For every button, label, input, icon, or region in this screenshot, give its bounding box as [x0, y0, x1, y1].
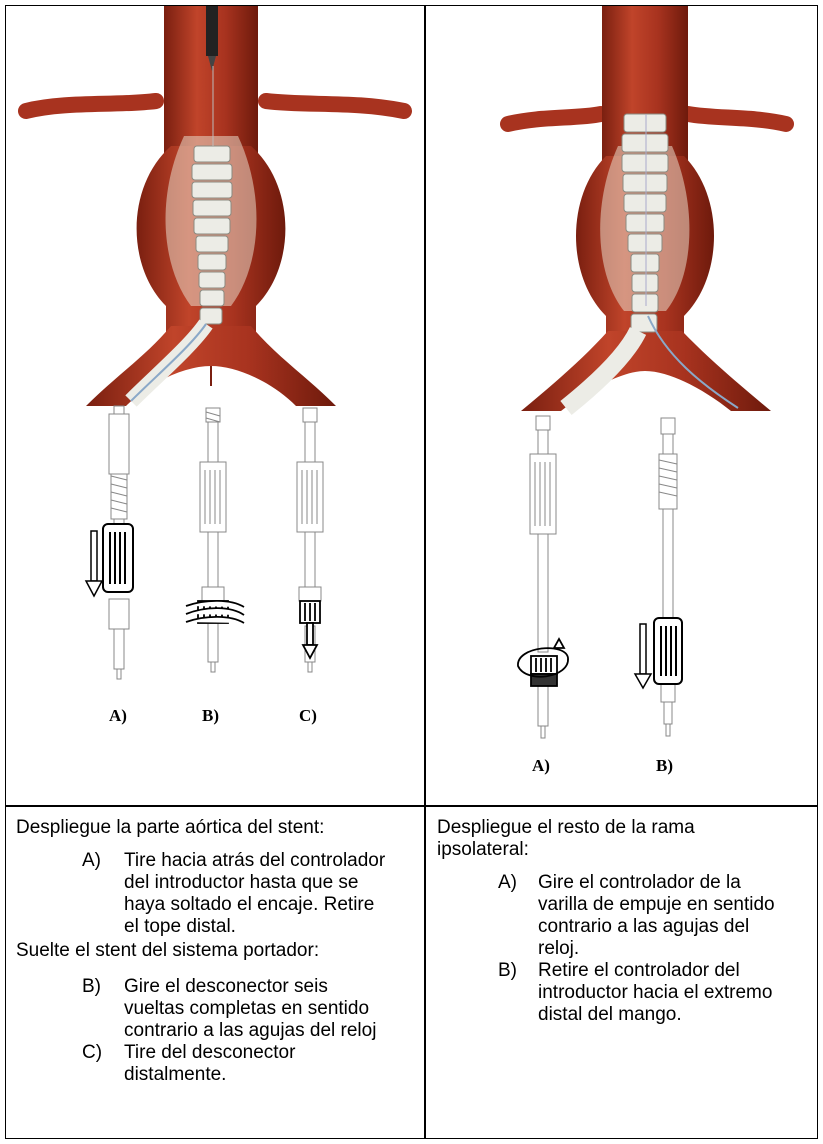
- left-illustration: A) B) C): [6, 6, 424, 804]
- item-text-line: introductor hacia el extremo: [538, 982, 772, 1004]
- figure-label-b: B): [656, 756, 673, 776]
- item-text-line: distalmente.: [124, 1064, 226, 1086]
- aneurysm-deploy-ipsilateral-image: [426, 6, 818, 804]
- item-text-line: contrario a las agujas del reloj: [124, 1020, 376, 1042]
- item-text-line: distal del mango.: [538, 1004, 682, 1026]
- section-heading-line: Despliegue el resto de la rama: [437, 817, 695, 839]
- item-letter: C): [82, 1042, 102, 1064]
- section-heading: Despliegue la parte aórtica del stent:: [16, 817, 324, 839]
- item-text-line: haya soltado el encaje. Retire: [124, 894, 374, 916]
- item-letter: B): [82, 976, 101, 998]
- list-item: A) Gire el controlador de la varilla de …: [498, 872, 813, 962]
- list-item: C) Tire del desconector distalmente.: [82, 1042, 422, 1088]
- item-letter: B): [498, 960, 517, 982]
- item-text-line: Gire el desconector seis: [124, 976, 328, 998]
- right-illustration: A) B): [426, 6, 818, 804]
- row-divider: [5, 805, 818, 807]
- item-letter: A): [498, 872, 517, 894]
- figure-label-b: B): [202, 706, 219, 726]
- figure-label-a: A): [109, 706, 127, 726]
- list-item: B) Retire el controlador del introductor…: [498, 960, 813, 1028]
- item-text-line: Gire el controlador de la: [538, 872, 741, 894]
- figure-label-a: A): [532, 756, 550, 776]
- item-text-line: reloj.: [538, 938, 579, 960]
- item-letter: A): [82, 850, 101, 872]
- aneurysm-deploy-aortic-image: [6, 6, 424, 804]
- item-text-line: Retire el controlador del: [538, 960, 740, 982]
- item-text-line: del introductor hasta que se: [124, 872, 359, 894]
- item-text-line: Tire del desconector: [124, 1042, 295, 1064]
- item-text-line: varilla de empuje en sentido: [538, 894, 775, 916]
- section-heading: Suelte el stent del sistema portador:: [16, 940, 319, 962]
- list-item: B) Gire el desconector seis vueltas comp…: [82, 976, 422, 1044]
- item-text-line: vueltas completas en sentido: [124, 998, 369, 1020]
- section-heading-line: ipsolateral:: [437, 839, 529, 861]
- list-item: A) Tire hacia atrás del controlador del …: [82, 850, 412, 940]
- figure-label-c: C): [299, 706, 317, 726]
- item-text-line: contrario a las agujas del: [538, 916, 749, 938]
- item-text-line: el tope distal.: [124, 916, 236, 938]
- item-text-line: Tire hacia atrás del controlador: [124, 850, 385, 872]
